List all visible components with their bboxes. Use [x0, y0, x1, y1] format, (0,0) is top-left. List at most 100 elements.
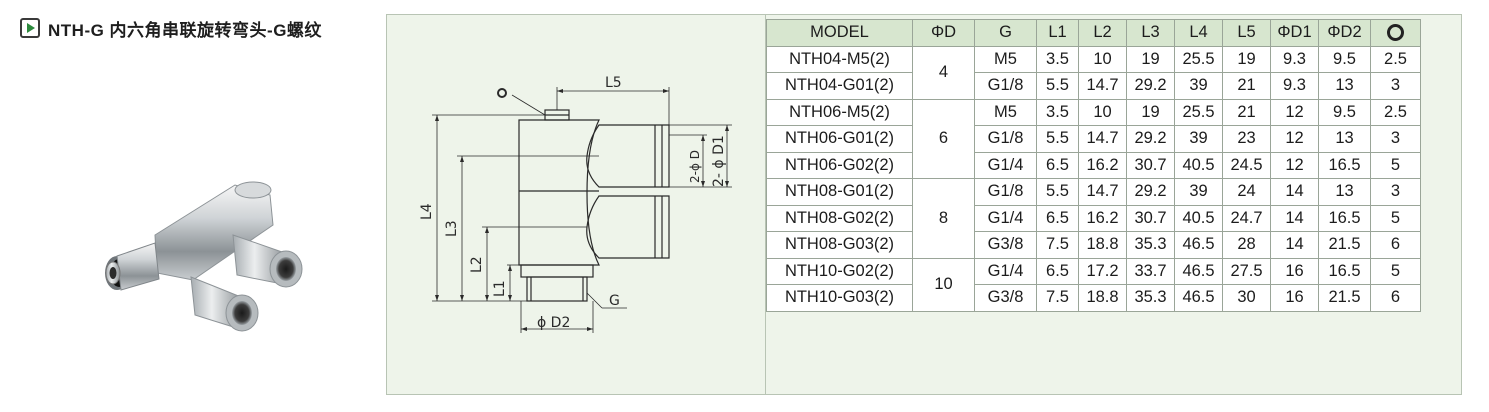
column-header-ring	[1370, 19, 1421, 47]
table-cell: 12	[1270, 125, 1319, 153]
table-cell: 5.5	[1036, 125, 1079, 153]
table-cell: 16	[1270, 284, 1319, 312]
table-cell: 5	[1370, 257, 1421, 285]
model-cell: NTH08-G01(2)	[766, 178, 913, 206]
table-cell: 14.7	[1078, 72, 1127, 100]
table-cell: 19	[1126, 45, 1175, 73]
table-cell: 3	[1370, 178, 1421, 206]
ring-icon	[1387, 24, 1404, 42]
table-cell: G1/4	[974, 204, 1037, 232]
product-image	[105, 181, 303, 332]
title-text: NTH-G 内六角串联旋转弯头-G螺纹	[48, 20, 322, 40]
table-cell: 29.2	[1126, 178, 1175, 206]
table-cell: 46.5	[1174, 257, 1223, 285]
table-cell: G1/4	[974, 257, 1037, 285]
table-cell: 3	[1370, 125, 1421, 153]
label-l2: L2	[469, 256, 485, 273]
table-cell: 25.5	[1174, 45, 1223, 73]
table-cell: 25.5	[1174, 98, 1223, 126]
table-cell: 3	[1370, 72, 1421, 100]
table-cell: 21	[1222, 98, 1271, 126]
table-cell: 5	[1370, 151, 1421, 179]
table-cell: 3.5	[1036, 45, 1079, 73]
table-cell: 30	[1222, 284, 1271, 312]
table-cell: 39	[1174, 125, 1223, 153]
table-cell: 27.5	[1222, 257, 1271, 285]
model-cell: NTH08-G03(2)	[766, 231, 913, 259]
table-cell: 29.2	[1126, 72, 1175, 100]
table-cell: 19	[1126, 98, 1175, 126]
table-cell: 6	[1370, 284, 1421, 312]
diameter-cell: 8	[912, 178, 975, 259]
label-d2: ϕ D2	[537, 315, 570, 331]
table-cell: 14.7	[1078, 125, 1127, 153]
table-cell: 28	[1222, 231, 1271, 259]
table-cell: 9.5	[1318, 98, 1371, 126]
table-cell: 12	[1270, 151, 1319, 179]
table-cell: 9.3	[1270, 72, 1319, 100]
column-header: G	[974, 19, 1037, 47]
label-l1: L1	[492, 280, 508, 297]
table-cell: 21.5	[1318, 284, 1371, 312]
table-cell: G1/4	[974, 151, 1037, 179]
table-cell: 14	[1270, 204, 1319, 232]
table-cell: G3/8	[974, 231, 1037, 259]
model-cell: NTH08-G02(2)	[766, 204, 913, 232]
model-cell: NTH04-G01(2)	[766, 72, 913, 100]
table-cell: 21	[1222, 72, 1271, 100]
diameter-cell: 6	[912, 98, 975, 179]
table-cell: 2.5	[1370, 45, 1421, 73]
table-cell: M5	[974, 45, 1037, 73]
table-cell: G1/8	[974, 72, 1037, 100]
table-cell: 12	[1270, 98, 1319, 126]
column-header: L4	[1174, 19, 1223, 47]
table-cell: 10	[1078, 45, 1127, 73]
table-cell: 46.5	[1174, 231, 1223, 259]
table-cell: 16.2	[1078, 151, 1127, 179]
table-cell: 3.5	[1036, 98, 1079, 126]
table-cell: 9.5	[1318, 45, 1371, 73]
column-header: ΦD1	[1270, 19, 1319, 47]
table-cell: 16.5	[1318, 151, 1371, 179]
column-header: L3	[1126, 19, 1175, 47]
table-cell: 30.7	[1126, 151, 1175, 179]
table-cell: 18.8	[1078, 284, 1127, 312]
table-cell: 40.5	[1174, 151, 1223, 179]
model-cell: NTH10-G03(2)	[766, 284, 913, 312]
column-header: ΦD	[912, 19, 975, 47]
column-header: L2	[1078, 19, 1127, 47]
table-cell: 18.8	[1078, 231, 1127, 259]
spec-panel: L5 L4 L3 L2 L1 G ϕ D2 2-ϕ D 2- ϕ D1 MODE…	[386, 14, 1462, 395]
table-cell: 33.7	[1126, 257, 1175, 285]
table-cell: 13	[1318, 72, 1371, 100]
table-cell: 5.5	[1036, 178, 1079, 206]
technical-drawing: L5 L4 L3 L2 L1 G ϕ D2 2-ϕ D 2- ϕ D1	[419, 15, 766, 394]
table-cell: 14	[1270, 178, 1319, 206]
table-cell: 24	[1222, 178, 1271, 206]
table-cell: 35.3	[1126, 231, 1175, 259]
play-icon	[20, 18, 40, 38]
diameter-cell: 4	[912, 45, 975, 100]
column-header: L1	[1036, 19, 1079, 47]
table-cell: 35.3	[1126, 284, 1175, 312]
table-cell: 16.5	[1318, 204, 1371, 232]
label-l3: L3	[444, 220, 460, 237]
table-cell: 24.7	[1222, 204, 1271, 232]
table-cell: 17.2	[1078, 257, 1127, 285]
model-cell: NTH06-G02(2)	[766, 151, 913, 179]
diameter-cell: 10	[912, 257, 975, 312]
table-cell: G3/8	[974, 284, 1037, 312]
table-cell: 6	[1370, 231, 1421, 259]
table-cell: 6.5	[1036, 257, 1079, 285]
table-cell: 13	[1318, 178, 1371, 206]
column-header: ΦD2	[1318, 19, 1371, 47]
